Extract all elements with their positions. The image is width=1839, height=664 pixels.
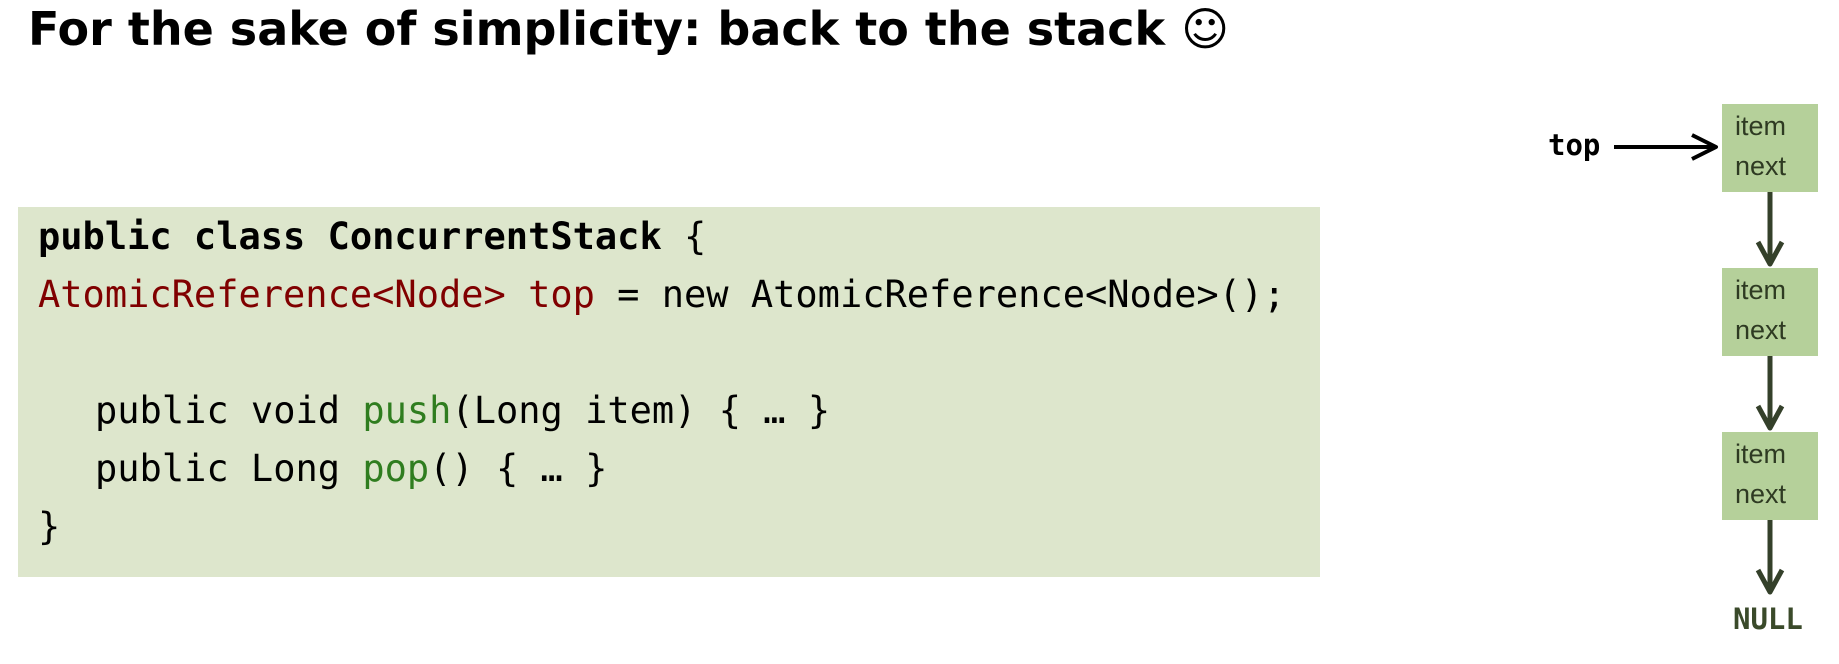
push-method-name: push [362, 389, 452, 432]
node-item-field: item [1735, 111, 1787, 141]
top-pointer-label: top [1548, 128, 1601, 162]
node-next-field: next [1735, 151, 1787, 181]
stack-node-3: item next [1722, 432, 1818, 520]
stack-node-1: item next [1722, 104, 1818, 192]
node-item-field: item [1735, 275, 1787, 305]
node1-to-node2-arrow [1755, 192, 1785, 267]
node2-to-node3-arrow [1755, 356, 1785, 431]
node3-to-null-arrow [1755, 520, 1785, 595]
code-line-push: public void push(Long item) { … } [95, 389, 830, 433]
null-terminator-label: NULL [1733, 602, 1803, 636]
field-initializer: = new AtomicReference<Node>(); [594, 273, 1286, 316]
code-line-class-declaration: public class ConcurrentStack { [38, 215, 706, 259]
pop-signature-suffix: () { … } [429, 447, 608, 490]
stack-node-2: item next [1722, 268, 1818, 356]
pop-signature-prefix: public Long [95, 447, 363, 490]
code-block: public class ConcurrentStack { AtomicRef… [18, 207, 1320, 577]
node-next-field: next [1735, 315, 1787, 345]
node-next-field: next [1735, 479, 1787, 509]
field-declaration: AtomicReference<Node> top [38, 273, 595, 316]
pop-method-name: pop [362, 447, 430, 490]
open-brace: { [661, 215, 707, 258]
push-signature-prefix: public void [95, 389, 363, 432]
class-declaration: public class ConcurrentStack [38, 215, 662, 258]
code-line-pop: public Long pop() { … } [95, 447, 607, 491]
push-signature-suffix: (Long item) { … } [451, 389, 831, 432]
top-to-node-arrow [1614, 133, 1718, 161]
code-line-field: AtomicReference<Node> top = new AtomicRe… [38, 273, 1285, 317]
code-line-close-brace: } [38, 505, 61, 548]
slide-title: For the sake of simplicity: back to the … [28, 2, 1230, 56]
node-item-field: item [1735, 439, 1787, 469]
